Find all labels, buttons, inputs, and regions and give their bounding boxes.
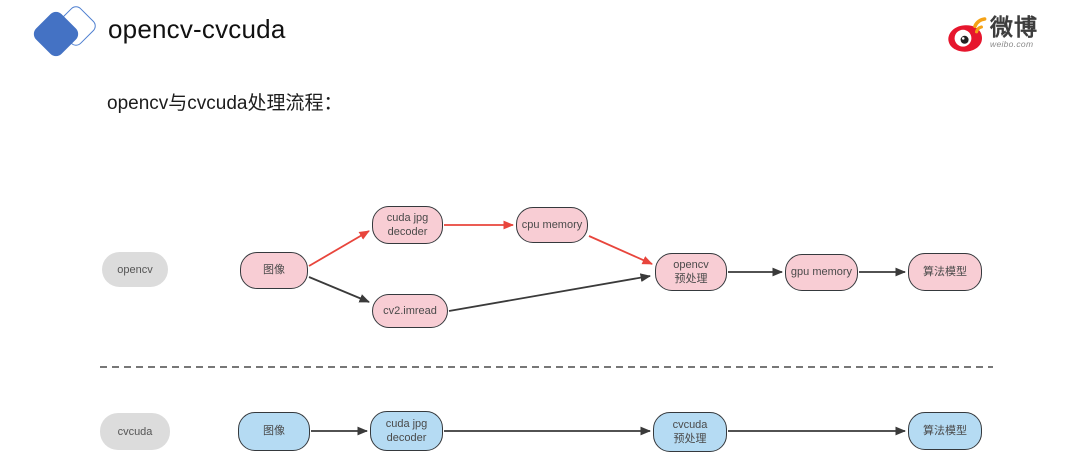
edge-cpumem-to-preprocess-red [588,235,653,265]
node-cvcuda-image: 图像 [238,412,310,451]
node-opencv-cpu-memory: cpu memory [516,207,588,243]
row-label-opencv: opencv [102,252,168,287]
edge-imread-to-preprocess [448,273,651,312]
slide-logo [18,0,100,68]
edge-image-to-imread [308,276,370,303]
page-subtitle: opencv与cvcuda处理流程： [107,93,343,114]
weibo-eye-icon [948,17,987,52]
weibo-logo: 微博 weibo.com [946,15,1062,57]
page-title: opencv-cvcuda [108,14,286,44]
node-opencv-cuda-jpg-decoder: cuda jpg decoder [372,206,443,244]
node-opencv-model: 算法模型 [908,253,982,291]
row-label-cvcuda: cvcuda [100,413,170,450]
node-opencv-cv2-imread: cv2.imread [372,294,448,328]
node-opencv-image: 图像 [240,252,308,289]
weibo-wordmark: 微博 [990,14,1038,40]
node-cvcuda-model: 算法模型 [908,412,982,450]
weibo-domain: weibo.com [990,39,1034,50]
node-opencv-gpu-memory: gpu memory [785,254,858,291]
node-cvcuda-cuda-jpg-decoder: cuda jpg decoder [370,411,443,451]
node-cvcuda-preprocess: cvcuda 预处理 [653,412,727,452]
edge-image-to-decoder-red [308,230,370,267]
node-opencv-preprocess: opencv 预处理 [655,253,727,291]
